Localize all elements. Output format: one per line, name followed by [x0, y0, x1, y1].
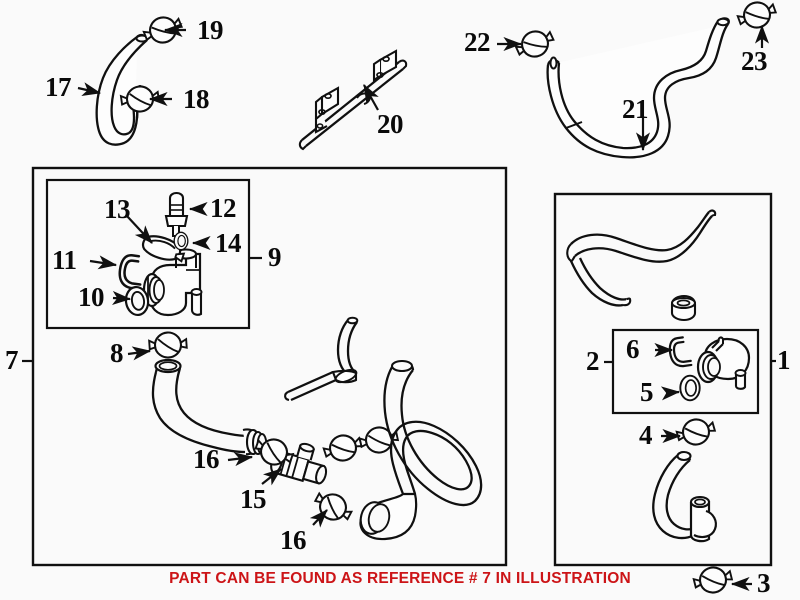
leader-13	[126, 215, 153, 244]
callout-label-7: 7	[5, 345, 19, 375]
callout-label-6: 6	[626, 334, 640, 364]
part-thermostat-housing	[696, 336, 751, 390]
part-o-ring-14	[173, 231, 189, 251]
leader-11	[89, 255, 118, 270]
callout-label-9: 9	[268, 242, 282, 272]
leader-20	[363, 84, 379, 111]
callout-label-15: 15	[240, 484, 267, 514]
leader-16b	[309, 509, 328, 528]
callout-label-14: 14	[215, 228, 242, 258]
callout-label-11: 11	[52, 245, 77, 275]
leader-16a	[227, 452, 254, 467]
callout-label-8: 8	[110, 338, 124, 368]
callout-label-1: 1	[777, 345, 791, 375]
callout-label-19: 19	[197, 15, 224, 45]
leader-15	[261, 468, 282, 486]
callout-label-22: 22	[464, 27, 491, 57]
part-coolant-pipe-20	[298, 49, 408, 151]
callout-label-12: 12	[210, 193, 237, 223]
group-box-left-main	[31, 166, 508, 567]
leader-10	[112, 290, 132, 305]
callout-label-10: 10	[78, 282, 105, 312]
part-upper-hose-7	[151, 358, 268, 456]
part-heater-return-hose-1	[566, 209, 717, 322]
part-lower-hose-right	[652, 450, 717, 543]
callout-label-16b: 16	[280, 525, 307, 555]
callout-label-21: 21	[622, 94, 649, 124]
part-temperature-sensor-12	[164, 191, 189, 237]
leader-17	[77, 82, 102, 96]
leader-8	[127, 346, 152, 361]
callout-label-18: 18	[183, 84, 210, 114]
part-o-ring-5	[679, 374, 701, 402]
reference-caption: PART CAN BE FOUND AS REFERENCE # 7 IN IL…	[169, 570, 631, 587]
group-box-connector-inset	[45, 178, 251, 330]
callout-label-5: 5	[640, 377, 654, 407]
callout-label-20: 20	[377, 109, 404, 139]
part-coolant-hose-21	[546, 17, 730, 159]
part-lower-radiator-hose	[359, 359, 483, 541]
callout-label-23: 23	[741, 46, 768, 76]
part-heater-hose-17	[95, 33, 149, 146]
callout-label-13: 13	[104, 194, 131, 224]
leader-5	[660, 386, 681, 401]
callout-label-16: 16	[193, 444, 220, 474]
group-box-right-main	[553, 192, 773, 567]
callout-label-2: 2	[586, 346, 600, 376]
part-branch-hose	[284, 316, 359, 402]
group-box-thermostat-inset	[611, 328, 760, 415]
leader-lines	[22, 22, 776, 592]
callout-label-3: 3	[757, 568, 771, 598]
callout-label-17: 17	[45, 72, 72, 102]
callout-label-4: 4	[639, 420, 653, 450]
